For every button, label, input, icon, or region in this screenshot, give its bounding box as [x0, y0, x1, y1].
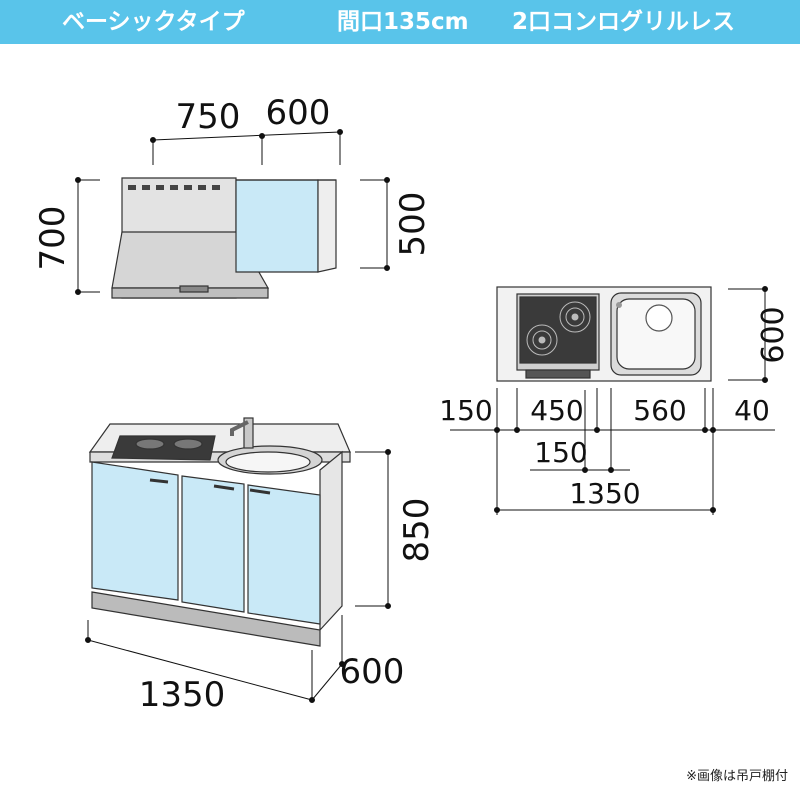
- right-margin-label: 40: [734, 394, 770, 427]
- width-label: 間口135cm: [337, 9, 469, 35]
- hood-elevation: [111, 177, 337, 299]
- base-width-dimension: [85, 615, 345, 703]
- left-margin-label: 150: [439, 394, 492, 427]
- counter-depth-dimension: [728, 286, 768, 383]
- counter-plan: [496, 286, 712, 382]
- wall-cabinet-width-label: 600: [266, 93, 331, 133]
- stove-label: 2口コンログリルレス: [512, 9, 736, 35]
- counter-depth-label: 600: [756, 306, 791, 363]
- wall-cabinet-height-dimension: [360, 177, 390, 271]
- base-cabinet: [88, 417, 351, 647]
- wall-cabinet-height-label: 500: [393, 192, 433, 257]
- burner-left: [526, 324, 558, 356]
- base-width-label: 1350: [139, 675, 226, 715]
- counter-width-dimensions: [450, 388, 775, 515]
- base-height-label: 850: [397, 498, 437, 563]
- header-bar: ベーシックタイプ 間口135cm 2口コンログリルレス: [0, 0, 800, 44]
- base-depth-label: 600: [340, 652, 405, 692]
- burner-right: [559, 301, 591, 333]
- hood-height-label: 700: [33, 206, 73, 271]
- footnote: ※画像は吊戸棚付: [686, 769, 788, 784]
- hood-height-dimension: [75, 177, 100, 295]
- counter-width-label: 1350: [569, 477, 640, 510]
- stove-width-label: 450: [530, 394, 583, 427]
- base-height-dimension: [355, 449, 391, 609]
- sink-width-label: 560: [633, 394, 686, 427]
- hood-top-dimension: [150, 129, 343, 165]
- type-label: ベーシックタイプ: [62, 9, 245, 35]
- hood-width-label: 750: [176, 97, 241, 137]
- gap-label: 150: [534, 436, 587, 469]
